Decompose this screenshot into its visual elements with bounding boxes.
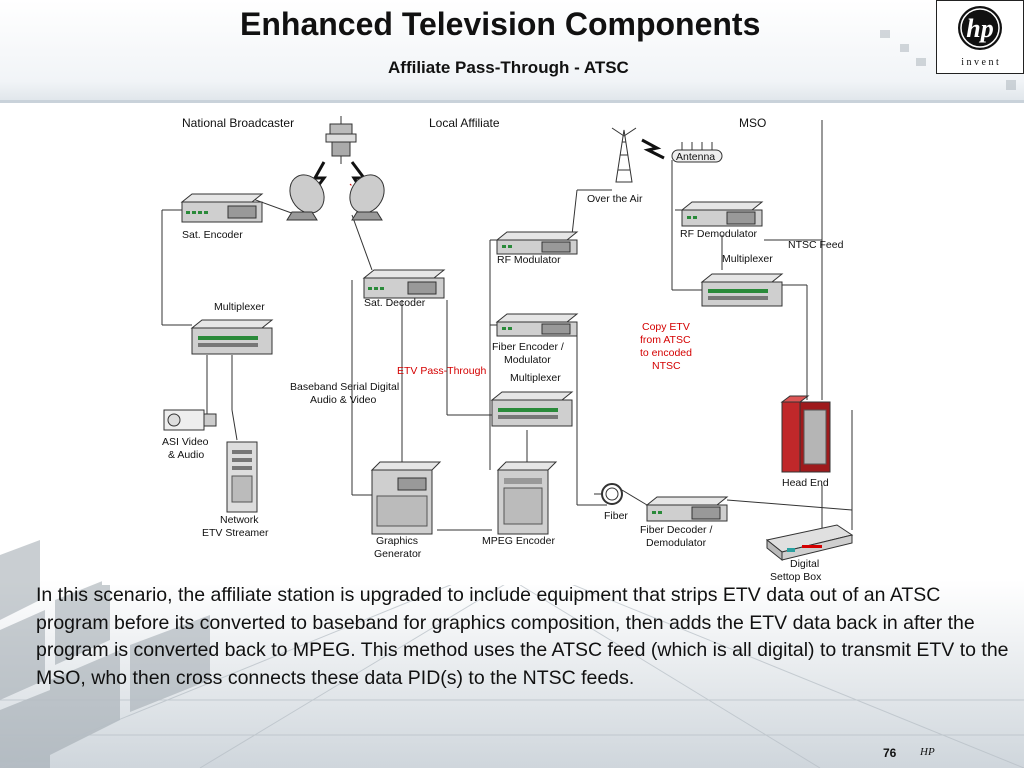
- downlink-dish-icon: [349, 174, 385, 221]
- label-rf-demodulator: RF Demodulator: [680, 228, 758, 240]
- air-signal-bolt-icon: [641, 138, 665, 160]
- multiplexer-local-device: [490, 391, 574, 427]
- body-paragraph: In this scenario, the affiliate station …: [36, 584, 1009, 689]
- label-network-1: Network: [220, 514, 259, 526]
- header-national-broadcaster: National Broadcaster: [182, 116, 294, 130]
- fiber-coil-icon: [594, 483, 623, 505]
- broadcast-tower-icon: [611, 127, 637, 183]
- head-end-device: [780, 395, 831, 473]
- label-antenna: Antenna: [676, 151, 715, 163]
- label-head-end: Head End: [782, 477, 829, 489]
- label-fiber-decoder-2: Demodulator: [646, 537, 707, 549]
- label-copy-etv-1: Copy ETV: [642, 321, 690, 333]
- page-number: 76: [883, 746, 897, 760]
- label-copy-etv-3: to encoded: [640, 347, 692, 359]
- sat-encoder-device: [180, 193, 264, 223]
- label-baseband-2: Audio & Video: [310, 394, 377, 406]
- label-graphics-1: Graphics: [376, 535, 418, 547]
- label-ntsc-feed: NTSC Feed: [788, 239, 844, 251]
- label-over-the-air: Over the Air: [587, 193, 643, 205]
- label-fiber-encoder-2: Modulator: [504, 354, 551, 366]
- label-copy-etv-4: NTSC: [652, 360, 681, 372]
- satellite-icon: [325, 116, 357, 164]
- graphics-generator-device: [370, 461, 442, 535]
- label-etv-pass-through: ETV Pass-Through: [397, 365, 486, 377]
- header-local-affiliate: Local Affiliate: [429, 116, 500, 130]
- settop-box-device: [765, 524, 854, 562]
- label-fiber-encoder-1: Fiber Encoder /: [492, 341, 564, 353]
- svg-text:i n v e n t: i n v e n t: [961, 57, 999, 68]
- hp-logo: hp i n v e n t: [936, 0, 1024, 74]
- multiplexer-national-device: [190, 319, 274, 355]
- slide-subtitle: Affiliate Pass-Through - ATSC: [388, 58, 629, 77]
- network-etv-streamer-device: [226, 441, 258, 513]
- rf-modulator-device: [495, 231, 579, 255]
- label-copy-etv-2: from ATSC: [640, 334, 691, 346]
- label-mpeg-encoder: MPEG Encoder: [482, 535, 555, 547]
- footer-brand: HP: [920, 746, 935, 758]
- label-rf-modulator: RF Modulator: [497, 254, 561, 266]
- label-baseband-1: Baseband Serial Digital: [290, 381, 399, 393]
- label-fiber: Fiber: [604, 510, 628, 522]
- sat-decoder-device: [362, 269, 446, 299]
- label-multiplexer-national: Multiplexer: [214, 301, 265, 313]
- label-sat-encoder: Sat. Encoder: [182, 229, 243, 241]
- rf-demodulator-device: [680, 201, 764, 227]
- camcorder-icon: [163, 409, 217, 431]
- label-asi-video-1: ASI Video: [162, 436, 209, 448]
- fiber-decoder-device: [645, 496, 729, 522]
- label-sat-decoder: Sat. Decoder: [364, 297, 426, 309]
- hp-logo-icon: hp i n v e n t: [958, 6, 1002, 68]
- network-diagram: National Broadcaster Local Affiliate MSO…: [102, 110, 922, 585]
- slide-title: Enhanced Television Components: [240, 6, 761, 42]
- label-multiplexer-mso: Multiplexer: [722, 253, 773, 265]
- label-fiber-decoder-1: Fiber Decoder /: [640, 524, 712, 536]
- label-settop-2: Settop Box: [770, 571, 822, 583]
- fiber-encoder-device: [495, 313, 579, 337]
- multiplexer-mso-device: [700, 273, 784, 307]
- antenna-icon: [671, 142, 723, 163]
- mpeg-encoder-device: [496, 461, 558, 535]
- label-settop-1: Digital: [790, 558, 819, 570]
- svg-text:hp: hp: [966, 14, 993, 43]
- label-network-2: ETV Streamer: [202, 527, 269, 539]
- header-mso: MSO: [739, 116, 766, 130]
- label-graphics-2: Generator: [374, 548, 422, 560]
- uplink-dish-icon: [286, 174, 325, 221]
- label-multiplexer-local: Multiplexer: [510, 372, 561, 384]
- label-asi-video-2: & Audio: [168, 449, 204, 461]
